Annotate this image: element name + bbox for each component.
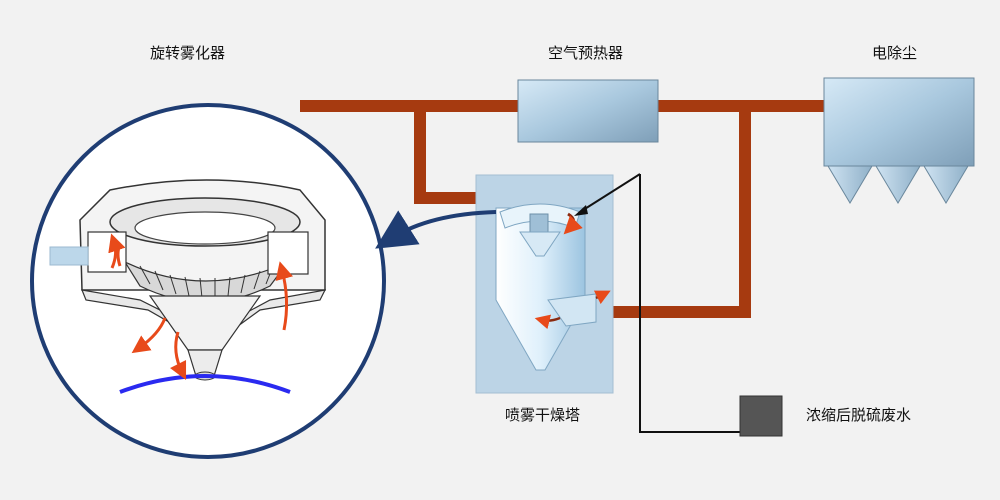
flow-arrow-nozzle-left	[169, 331, 187, 381]
flow-arrow-left-inner	[116, 243, 122, 267]
wastewater-tank	[739, 395, 783, 437]
pipe-branch-to-tower	[414, 106, 492, 204]
precipitator-hopper-2	[875, 165, 921, 204]
label-electrostatic-precipitator: 电除尘	[872, 44, 918, 62]
tower-flow-arrow-outlet-2	[593, 290, 611, 305]
tower-inner-cone	[519, 231, 561, 257]
pointer-arrowhead	[574, 205, 588, 216]
tower-outlet-duct	[547, 293, 597, 327]
tower-atomizer-core	[529, 213, 549, 235]
pointer-line-to-atomizer	[579, 173, 641, 213]
precipitator-hopper-3	[923, 165, 969, 204]
atomizer-inlet-pipe	[49, 246, 89, 266]
label-air-preheater: 空气预热器	[548, 44, 624, 62]
label-spray-drying-tower: 喷雾干燥塔	[505, 406, 581, 424]
label-concentrated-wastewater: 浓缩后脱硫废水	[806, 406, 912, 424]
electrostatic-precipitator-unit	[823, 77, 975, 204]
atomizer-detail	[30, 103, 386, 459]
precipitator-hopper-1	[827, 165, 873, 204]
flow-arrow-left-chamber	[108, 233, 126, 269]
wastewater-feed-lines	[579, 173, 740, 433]
spray-drying-tower-unit	[475, 174, 614, 394]
atomizer-chamber-left	[87, 231, 127, 273]
flue-gas-pipes	[300, 100, 827, 318]
precipitator-body	[823, 77, 975, 167]
label-rotary-atomizer: 旋转雾化器	[150, 44, 226, 62]
atomizer-ring-inner	[134, 211, 276, 245]
atomizer-chamber-right	[267, 231, 309, 275]
tower-flow-arrow-top	[563, 212, 583, 235]
zoom-pointer-arrow	[375, 210, 497, 249]
flow-arrow-right-chamber	[275, 261, 294, 331]
air-preheater-box	[517, 79, 659, 143]
flow-arrow-lower-left	[131, 317, 167, 354]
spray-arc	[119, 374, 291, 394]
tower-flow-arrow-outlet	[534, 314, 561, 330]
pipe-tower-outlet-to-precipitator	[604, 112, 751, 318]
feed-line-to-tank	[639, 300, 740, 433]
